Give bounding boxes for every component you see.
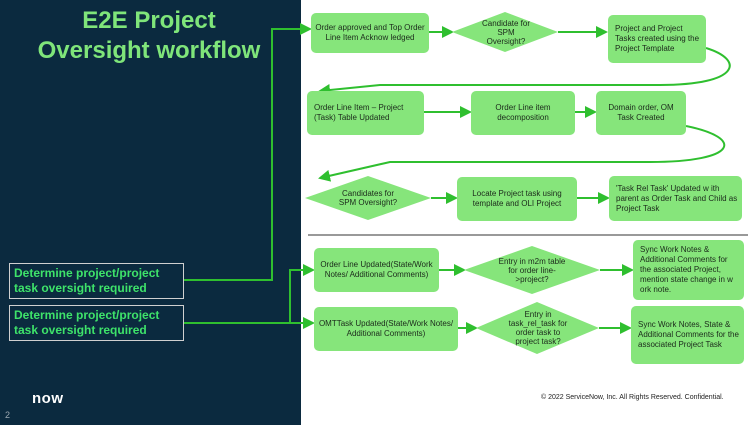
diamond-entry-m2m bbox=[464, 246, 600, 294]
left-panel bbox=[0, 0, 301, 425]
page-number: 2 bbox=[5, 410, 11, 420]
node-oli-decomposition: Order Line item decomposition bbox=[471, 91, 575, 135]
connector-side-upper bbox=[184, 23, 312, 281]
title-line-2: Oversight workflow bbox=[37, 37, 261, 64]
page-title: E2E Project Oversight workflow bbox=[14, 6, 284, 66]
side-box-lower: Determine project/project task oversight… bbox=[9, 305, 184, 341]
node-omt-task-updated: OMTTask Updated(State/Work Notes/ Additi… bbox=[314, 307, 458, 351]
node-domain-order: Domain order, OM Task Created bbox=[596, 91, 686, 135]
label-candidates-spm-2: Candidates for SPM Oversight? bbox=[338, 189, 398, 207]
label-entry-m2m: Entry in m2m table for order line->proje… bbox=[498, 256, 566, 284]
side-box-upper: Determine project/project task oversight… bbox=[9, 263, 184, 299]
label-entry-task-rel-task: Entry in task_rel_task for order task to… bbox=[508, 310, 568, 346]
node-sync-work-notes-task: Sync Work Notes, State & Additional Comm… bbox=[631, 306, 744, 364]
diamond-entry-task-rel-task bbox=[476, 302, 599, 354]
node-sync-work-notes-project: Sync Work Notes & Additional Comments fo… bbox=[633, 240, 744, 300]
node-order-approved: Order approved and Top Order Line Item A… bbox=[311, 13, 429, 53]
footer-copyright: © 2022 ServiceNow, Inc. All Rights Reser… bbox=[541, 394, 724, 401]
label-candidate-spm-1: Candidate for SPM Oversight? bbox=[481, 18, 531, 46]
section-divider bbox=[308, 234, 748, 236]
node-locate-project-task: Locate Project task using template and O… bbox=[457, 177, 577, 221]
node-project-tasks-created: Project and Project Tasks created using … bbox=[608, 15, 706, 63]
connector-wrap-2 bbox=[318, 125, 726, 182]
node-order-line-updated: Order Line Updated(State/Work Notes/ Add… bbox=[314, 248, 439, 292]
connector-side-lower bbox=[184, 264, 315, 324]
node-oli-project-table: Order Line Item – Project (Task) Table U… bbox=[307, 91, 424, 135]
connector-wrap-1 bbox=[318, 47, 731, 96]
servicenow-logo: now bbox=[32, 390, 64, 407]
title-line-1: E2E Project bbox=[82, 7, 216, 34]
diamond-candidate-spm-1 bbox=[452, 12, 558, 52]
node-task-rel-task: 'Task Rel Task' Updated w ith parent as … bbox=[609, 176, 742, 221]
diamond-candidates-spm-2 bbox=[305, 176, 431, 220]
